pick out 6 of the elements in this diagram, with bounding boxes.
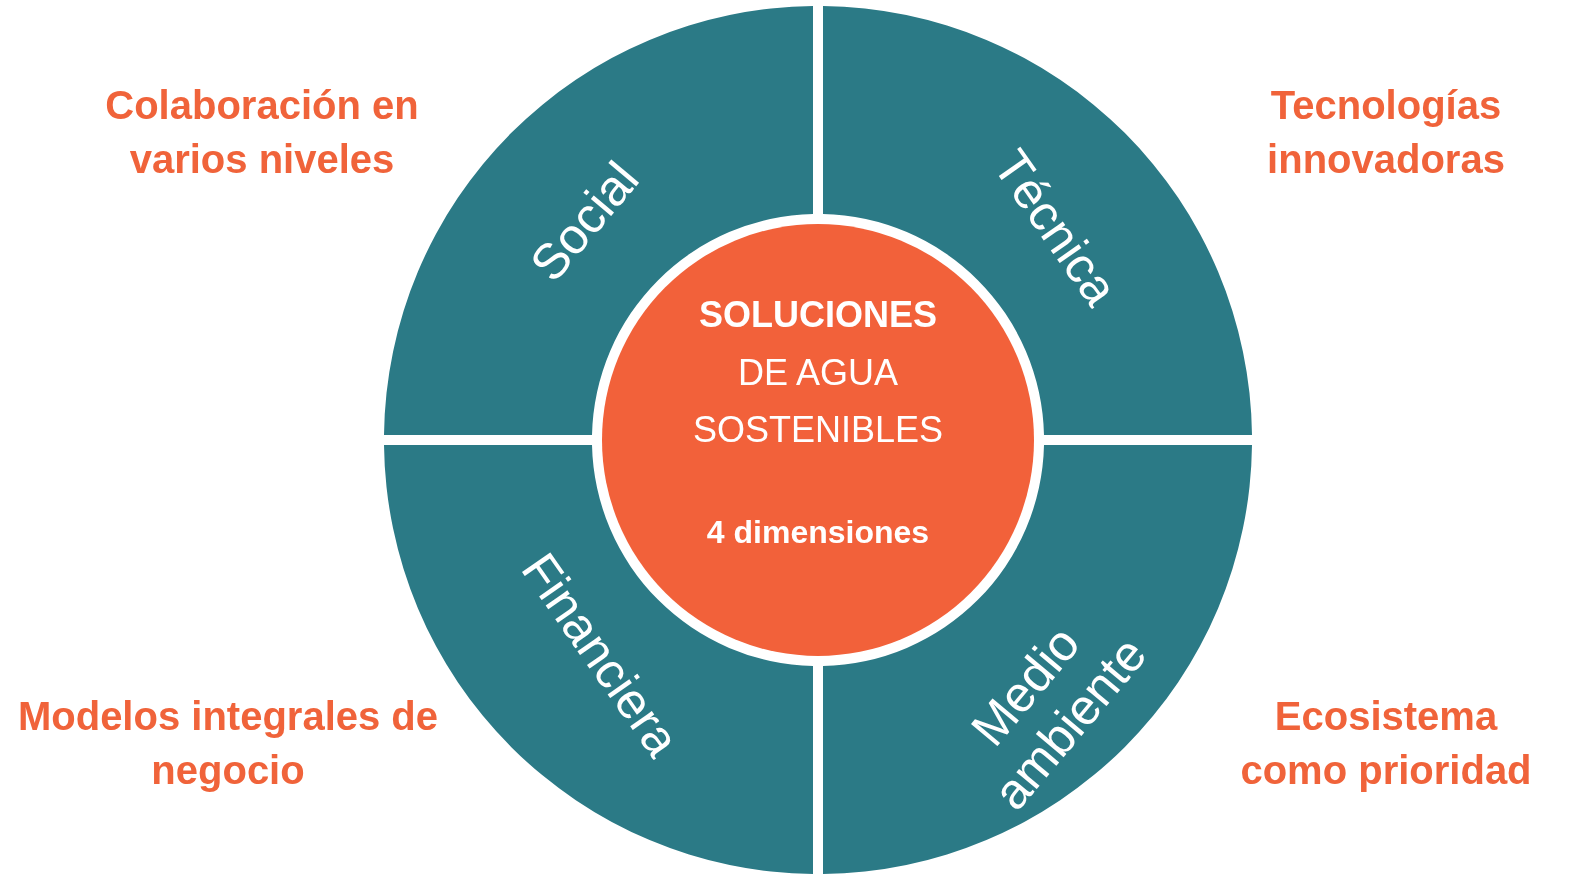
dimension-caption: Modelos integrales de negocio <box>16 693 440 794</box>
dimension-caption: Tecnologías innovadoras <box>1266 82 1506 183</box>
center-title: SOLUCIONES DE AGUA SOSTENIBLES <box>691 293 945 453</box>
center-subtitle: 4 dimensiones <box>706 514 930 551</box>
dimension-caption: Ecosistema como prioridad <box>1239 693 1533 794</box>
dimension-caption: Colaboración en varios niveles <box>104 82 420 183</box>
